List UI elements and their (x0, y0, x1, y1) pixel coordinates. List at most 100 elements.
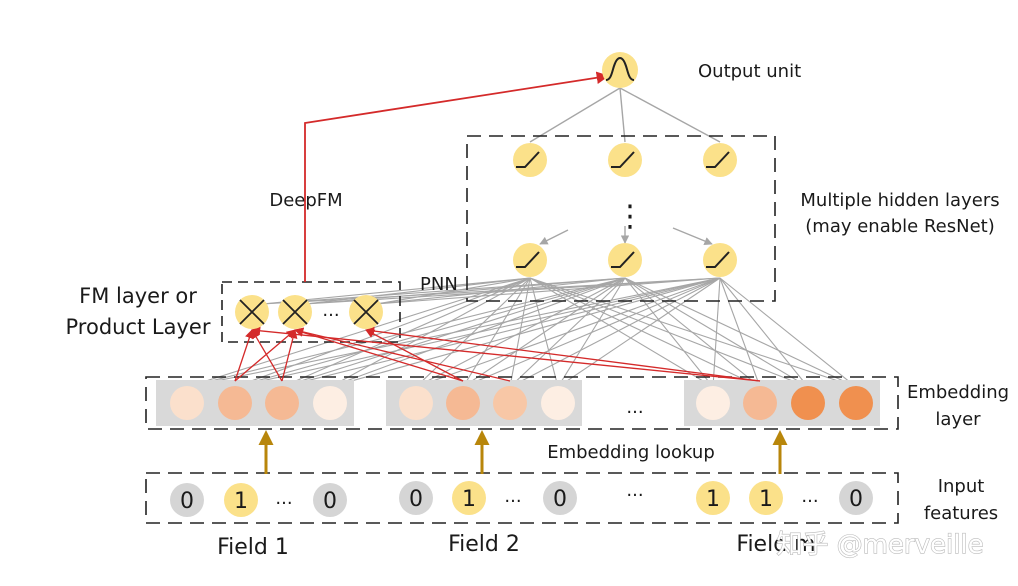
embedding-to-hidden-link (415, 277, 531, 388)
embedding-to-hidden-link (719, 277, 761, 388)
pnn-label: PNN (420, 274, 458, 295)
embedding-to-hidden-link (712, 277, 721, 388)
hidden-layers-sublabel: (may enable ResNet) (805, 216, 994, 237)
cross-product-icon (282, 299, 308, 325)
hidden-unit (703, 143, 737, 177)
input-ellipsis: ... (801, 486, 818, 507)
embedding-unit (218, 386, 252, 420)
embedding-layer-box (145, 376, 899, 430)
embedding-to-hidden-link (719, 277, 857, 388)
hidden-unit (608, 143, 642, 177)
product-layer-label: Product Layer (66, 315, 211, 339)
product-to-hidden-link (375, 277, 626, 305)
embedding-units-field1 (170, 386, 347, 420)
hidden-unit (513, 243, 547, 277)
embedding-unit (493, 386, 527, 420)
input-value: 0 (323, 489, 337, 514)
embedding-layer-label: Embedding (907, 382, 1009, 403)
embedding-to-product-link (251, 329, 283, 382)
embedding-to-hidden-link (462, 277, 626, 388)
product-unit (349, 295, 383, 329)
embedding-to-hidden-link (186, 277, 626, 388)
input-one-unit (224, 483, 258, 517)
cross-product-icon (239, 299, 265, 325)
embedding-unit (791, 386, 825, 420)
hidden-unit-circle (608, 143, 642, 177)
input-field1: 0 1 ... 0 (170, 483, 347, 517)
relu-icon (706, 251, 730, 268)
input-value: 0 (553, 487, 567, 512)
input-features-sublabel: features (924, 503, 998, 524)
product-to-hidden-link (261, 277, 626, 305)
hidden-to-output-link (529, 87, 621, 143)
embedding-unit (399, 386, 433, 420)
fm-layer-label: FM layer or (79, 284, 197, 308)
hidden-unit-circle (703, 243, 737, 277)
embedding-to-hidden-link (234, 277, 721, 388)
input-value: 1 (234, 489, 248, 514)
embedding-lookup-arrows (258, 430, 788, 474)
input-one-unit (749, 481, 783, 515)
input-fieldm: 1 1 ... 0 (696, 481, 873, 515)
input-one-unit (696, 481, 730, 515)
input-one-unit (452, 481, 486, 515)
embedding-to-product-link (234, 329, 296, 382)
fm-layer-box (221, 281, 401, 343)
input-zero-unit (313, 483, 347, 517)
input-value: 0 (409, 487, 423, 512)
embedding-unit (313, 386, 347, 420)
embedding-to-hidden-link (186, 277, 721, 388)
field-2-label: Field 2 (448, 532, 520, 557)
input-field2: 0 1 ... 0 (399, 481, 577, 515)
embedding-to-hidden-link (234, 277, 626, 388)
hidden-unit (703, 243, 737, 277)
hidden-stub-link (672, 227, 713, 246)
embedding-to-product-link (365, 326, 761, 382)
product-to-hidden-link (375, 277, 721, 305)
embedding-unit (446, 386, 480, 420)
input-zero-unit (399, 481, 433, 515)
product-unit (278, 295, 312, 329)
embedding-to-hidden-link (415, 277, 721, 388)
embedding-unit (541, 386, 575, 420)
embedding-to-hidden-link (415, 277, 626, 388)
embedding-layer-sublabel: layer (935, 409, 981, 430)
relu-icon (706, 151, 730, 168)
sigmoid-icon (605, 56, 635, 81)
embedding-to-hidden-link (462, 277, 531, 388)
hidden-layers-label: Multiple hidden layers (800, 190, 999, 211)
embedding-units-field2 (399, 386, 575, 420)
input-ellipsis: ... (275, 488, 292, 509)
hidden-unit-circle (513, 243, 547, 277)
hidden-layers-box (466, 135, 776, 302)
hidden-unit-circle (608, 243, 642, 277)
input-fields-ellipsis: ... (626, 480, 643, 501)
hidden-stub-link (539, 229, 569, 245)
embedding-to-hidden-link (281, 277, 721, 388)
watermark: 知乎 @merveille (776, 530, 983, 560)
input-value: 0 (180, 489, 194, 514)
hidden-units (513, 143, 737, 277)
product-to-hidden-link (304, 277, 531, 305)
deepfm-link (304, 71, 610, 282)
output-unit (602, 52, 638, 88)
hidden-unit-circle (703, 143, 737, 177)
hidden-to-output-link (619, 87, 721, 143)
hidden-unit (513, 143, 547, 177)
input-value: 1 (706, 487, 720, 512)
input-features-box (145, 472, 899, 524)
deepfm-label: DeepFM (269, 190, 342, 211)
embedding-to-product-link (365, 329, 464, 382)
embedding-unit (696, 386, 730, 420)
input-features-label: Input (938, 476, 985, 497)
embedding-to-hidden-link (509, 277, 721, 388)
input-ellipsis: ... (504, 486, 521, 507)
product-ellipsis: ... (322, 300, 339, 321)
embedding-units-fieldm (696, 386, 873, 420)
product-units (235, 295, 383, 329)
embedding-to-product-link (294, 328, 464, 382)
embedding-ellipsis: ... (626, 397, 643, 418)
input-zero-unit (170, 483, 204, 517)
hidden-layers-vdots: ⋮ (615, 199, 645, 234)
